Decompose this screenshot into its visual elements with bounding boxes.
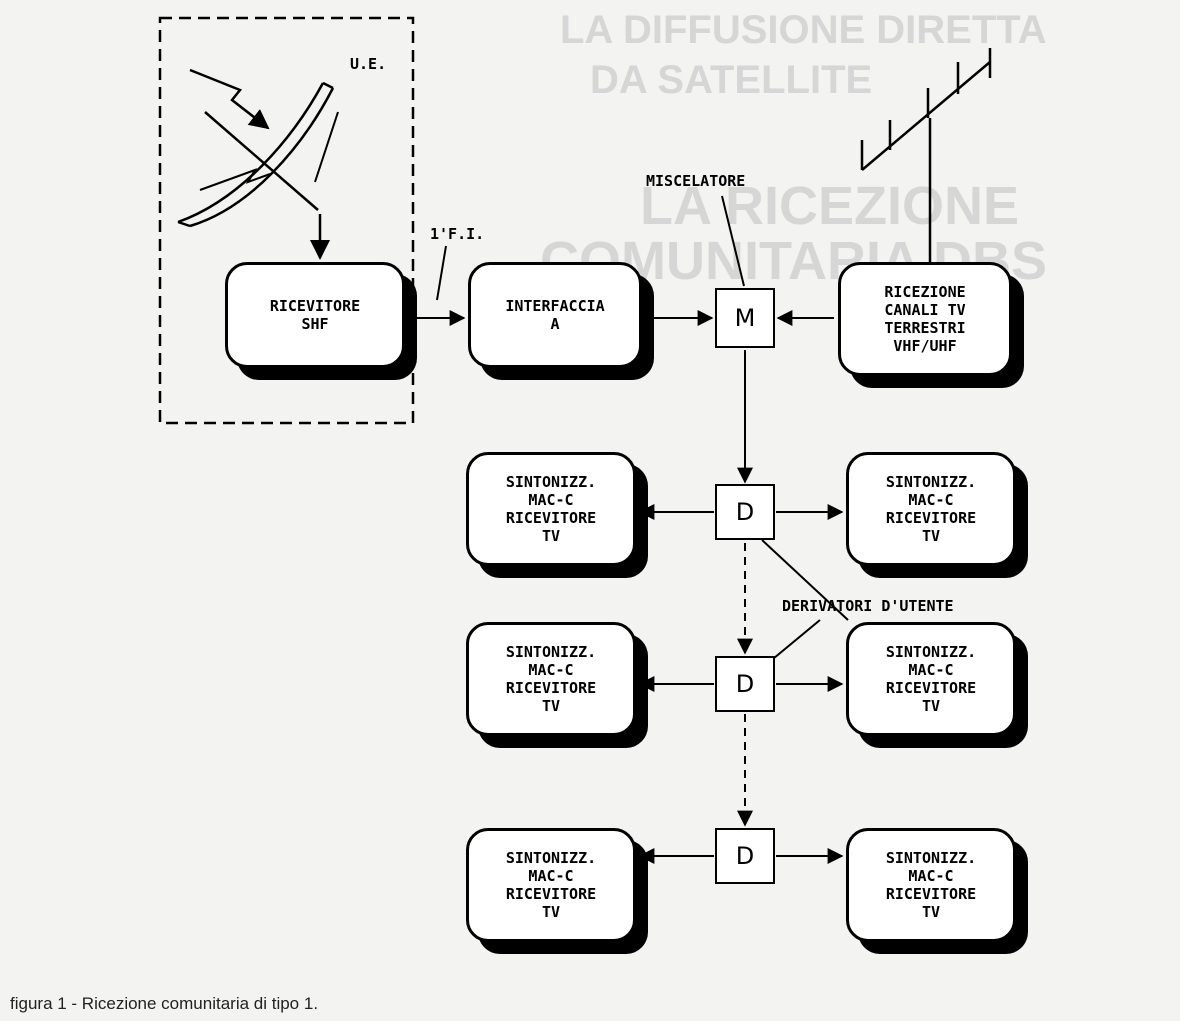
tuner-block-left-2: SINTONIZZ. MAC-C RICEVITORE TV (466, 622, 636, 736)
user-tap-node-3: D (715, 828, 775, 884)
satellite-dish-icon (177, 81, 335, 228)
figure-caption: figura 1 - Ricezione comunitaria di tipo… (10, 994, 319, 1013)
tuner-label: SINTONIZZ. MAC-C RICEVITORE TV (885, 849, 977, 921)
outdoor-unit-outline (158, 16, 415, 425)
terrestrial-receiver-block: RICEZIONE CANALI TV TERRESTRI VHF/UHF (838, 262, 1012, 376)
ue-leader-line (314, 111, 339, 183)
tv-antenna-icon (860, 48, 992, 262)
bleed-heading-1: LA DIFFUSIONE DIRETTA (560, 8, 1047, 52)
bleed-heading-2: DA SATELLITE (590, 58, 873, 102)
mixer-leader-line (721, 195, 745, 287)
user-taps-label: DERIVATORI D'UTENTE (782, 597, 954, 615)
terrestrial-receiver-label: RICEZIONE CANALI TV TERRESTRI VHF/UHF (884, 283, 966, 355)
tuner-block-right-3: SINTONIZZ. MAC-C RICEVITORE TV (846, 828, 1016, 942)
signal-wave-icon (189, 68, 270, 130)
bleed-heading-3: LA RICEZIONE (640, 176, 1020, 236)
interface-label: INTERFACCIA A (505, 297, 605, 333)
if-label: 1'F.I. (430, 225, 485, 243)
signal-wave-icon (199, 168, 271, 191)
mixer-node: M (715, 288, 775, 348)
tuner-block-left-1: SINTONIZZ. MAC-C RICEVITORE TV (466, 452, 636, 566)
user-tap-node-2: D (715, 656, 775, 712)
tuner-block-right-2: SINTONIZZ. MAC-C RICEVITORE TV (846, 622, 1016, 736)
tuner-label: SINTONIZZ. MAC-C RICEVITORE TV (885, 643, 977, 715)
tuner-block-right-1: SINTONIZZ. MAC-C RICEVITORE TV (846, 452, 1016, 566)
taps-leader-line (761, 539, 849, 621)
tuner-label: SINTONIZZ. MAC-C RICEVITORE TV (505, 473, 597, 545)
tuner-block-left-3: SINTONIZZ. MAC-C RICEVITORE TV (466, 828, 636, 942)
tuner-label: SINTONIZZ. MAC-C RICEVITORE TV (885, 473, 977, 545)
outdoor-unit-label: U.E. (350, 55, 387, 73)
tuner-label: SINTONIZZ. MAC-C RICEVITORE TV (505, 643, 597, 715)
user-tap-node-1: D (715, 484, 775, 540)
shf-receiver-label: RICEVITORE SHF (269, 297, 361, 333)
mixer-label: MISCELATORE (646, 172, 746, 190)
shf-receiver-block: RICEVITORE SHF (225, 262, 405, 368)
if-leader-line (436, 245, 447, 301)
interface-block: INTERFACCIA A (468, 262, 642, 368)
tuner-label: SINTONIZZ. MAC-C RICEVITORE TV (505, 849, 597, 921)
